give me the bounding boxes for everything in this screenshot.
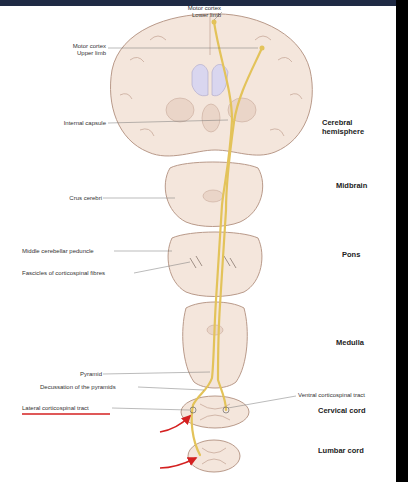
- structure-label: Ventral corticospinal tract: [298, 392, 393, 399]
- structure-label: Motor cortex Lower limb: [176, 5, 221, 19]
- region-label: Medulla: [336, 338, 391, 347]
- structure-label: Pyramid: [62, 371, 102, 378]
- structure-label: Lateral corticospinal tract: [22, 405, 114, 412]
- region-label: Lumbar cord: [318, 446, 390, 455]
- region-label: Pons: [342, 250, 387, 259]
- region-label: Midbrain: [336, 181, 391, 190]
- structure-label: Middle cerebellar peduncle: [22, 248, 114, 255]
- structure-label: Motor cortex Upper limb: [64, 43, 106, 57]
- structure-label: Crus cerebri: [40, 195, 102, 202]
- structure-label: Decussation of the pyramids: [40, 384, 138, 391]
- structure-label: Internal capsule: [40, 120, 106, 127]
- structure-label: Fascicles of corticospinal fibres: [22, 270, 134, 277]
- region-label: Cerebral hemisphere: [322, 118, 392, 136]
- region-label: Cervical cord: [318, 406, 390, 415]
